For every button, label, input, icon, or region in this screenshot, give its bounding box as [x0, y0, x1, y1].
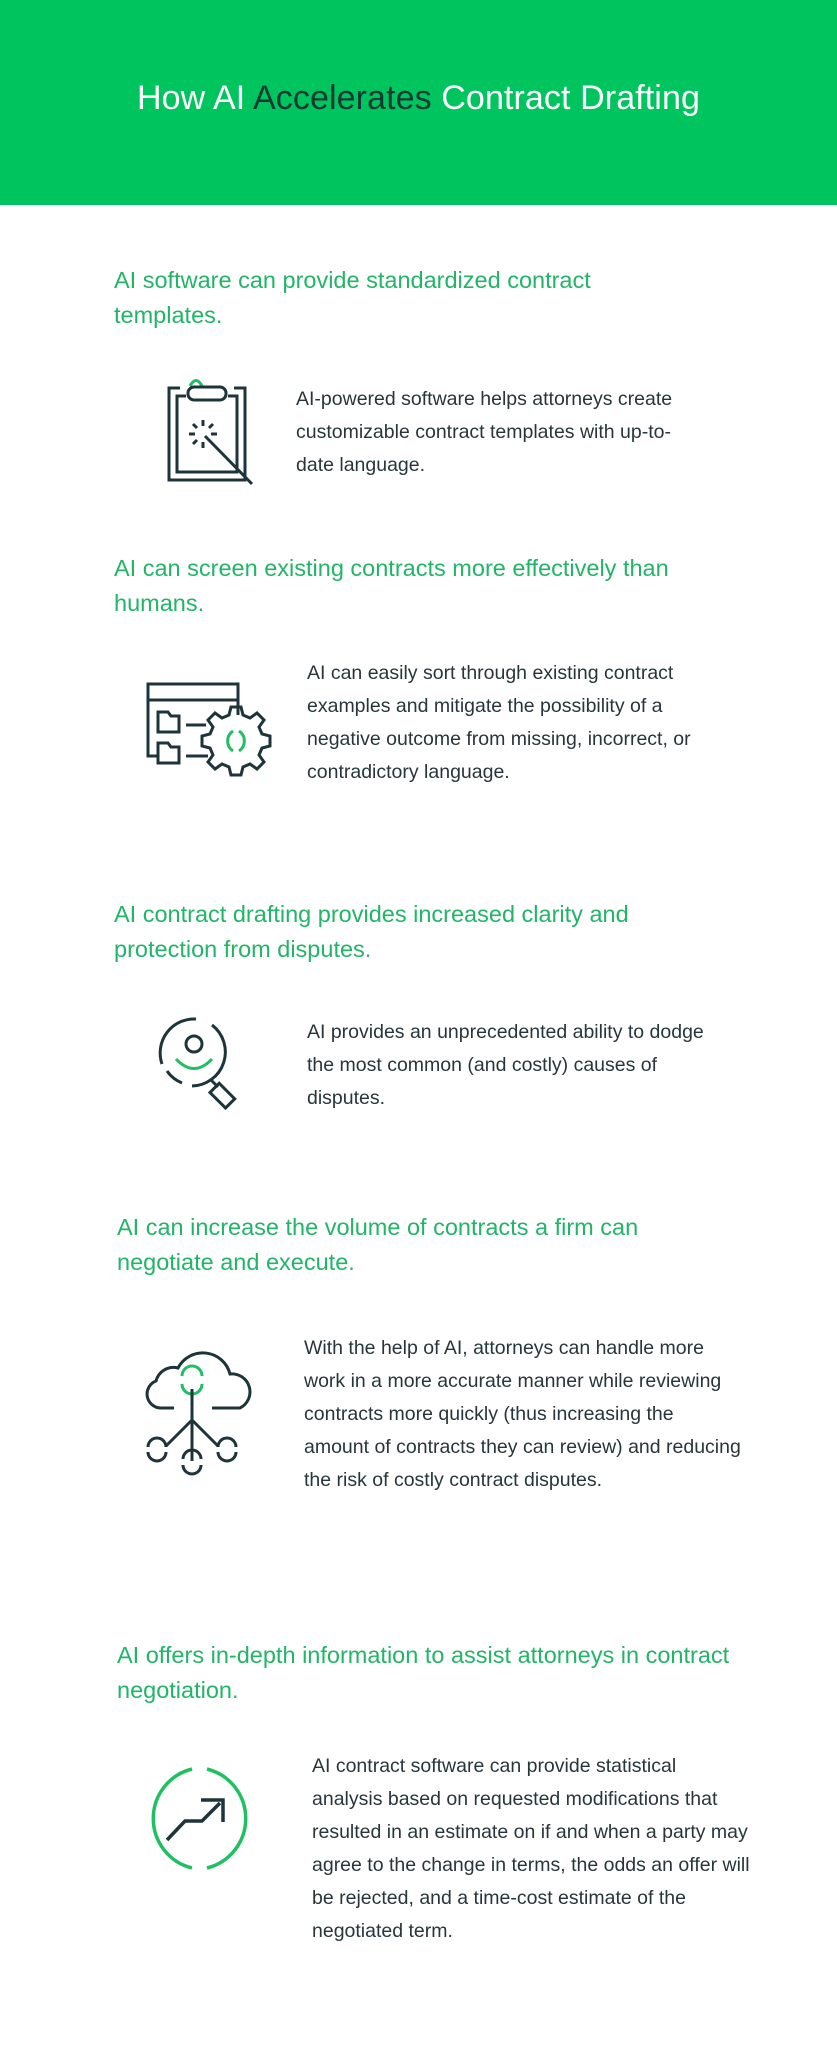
hero-banner: How AI Accelerates Contract Drafting — [0, 0, 837, 205]
title-accent-word: Accelerates — [252, 79, 432, 117]
cloud-network-icon — [144, 1344, 256, 1476]
section-heading: AI can increase the volume of contracts … — [117, 1214, 639, 1275]
trend-arrow-circle-icon — [145, 1764, 255, 1874]
clipboard-magic-wand-icon — [166, 374, 258, 486]
magnifier-person-icon — [156, 1016, 256, 1116]
section-heading: AI contract drafting provides increased … — [114, 901, 629, 962]
title-part-2: Contract Drafting — [431, 79, 700, 117]
section-body: With the help of AI, attorneys can handl… — [304, 1337, 741, 1491]
title-part-1: How AI — [137, 79, 253, 117]
section-body: AI can easily sort through existing cont… — [307, 662, 691, 783]
section-body: AI provides an unprecedented ability to … — [307, 1021, 704, 1109]
section-heading: AI software can provide standardized con… — [114, 267, 591, 328]
page-title: How AI Accelerates Contract Drafting — [0, 76, 837, 120]
folders-gear-window-icon — [146, 682, 272, 777]
section-body: AI contract software can provide statist… — [312, 1755, 750, 1942]
section-heading: AI offers in-depth information to assist… — [117, 1642, 730, 1703]
section-body: AI-powered software helps attorneys crea… — [296, 388, 673, 476]
section-heading: AI can screen existing contracts more ef… — [114, 555, 669, 616]
